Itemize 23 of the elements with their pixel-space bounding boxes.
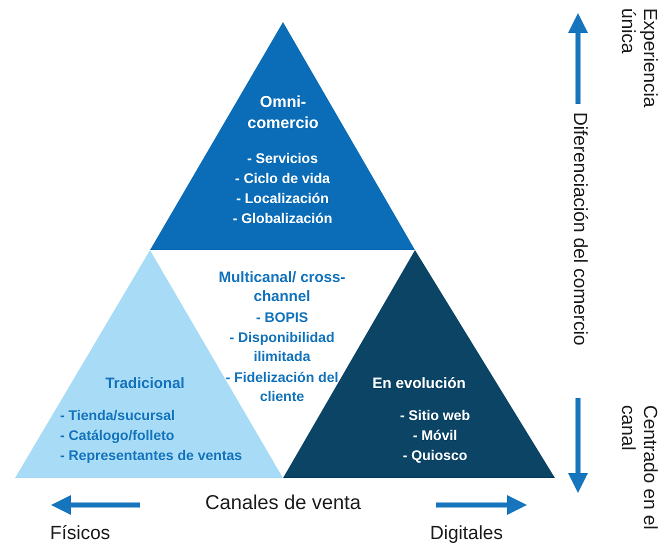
bullet-item: - Localización	[235, 189, 330, 208]
bullet-item: - Servicios	[246, 149, 319, 168]
bullet-item: - Ciclo de vida	[234, 169, 331, 188]
bullet-item: - Sitio web	[399, 406, 471, 425]
bullet-item: - Globalización	[232, 209, 334, 228]
segment-heading: Multicanal/ cross-channel	[218, 268, 346, 306]
bullet-item: - Catálogo/folleto	[60, 426, 176, 445]
bullet-item: - Representantes de ventas	[60, 446, 244, 465]
axis-title: Diferenciación del comercio	[568, 112, 590, 348]
axis-label: Experiencia única	[616, 8, 660, 110]
bullet-item: - Quiosco	[402, 446, 468, 465]
bullet-item: - Disponibilidad ilimitada	[228, 328, 336, 366]
axis-label: Centrado en el canal	[616, 405, 660, 532]
bullet-item: - BOPIS	[254, 308, 310, 327]
axis-title: Canales de venta	[204, 492, 362, 514]
segment-heading: En evolución	[371, 374, 467, 393]
segment-heading: Tradicional	[104, 374, 186, 393]
axis-label: Físicos	[50, 523, 112, 544]
axis-label: Digitales	[430, 523, 504, 544]
segment-heading: Omni-comercio	[246, 93, 320, 134]
bullet-item: - Tienda/sucursal	[60, 406, 176, 425]
bullet-item: - Móvil	[412, 426, 458, 445]
bullet-item: - Fidelización del cliente	[224, 368, 340, 406]
